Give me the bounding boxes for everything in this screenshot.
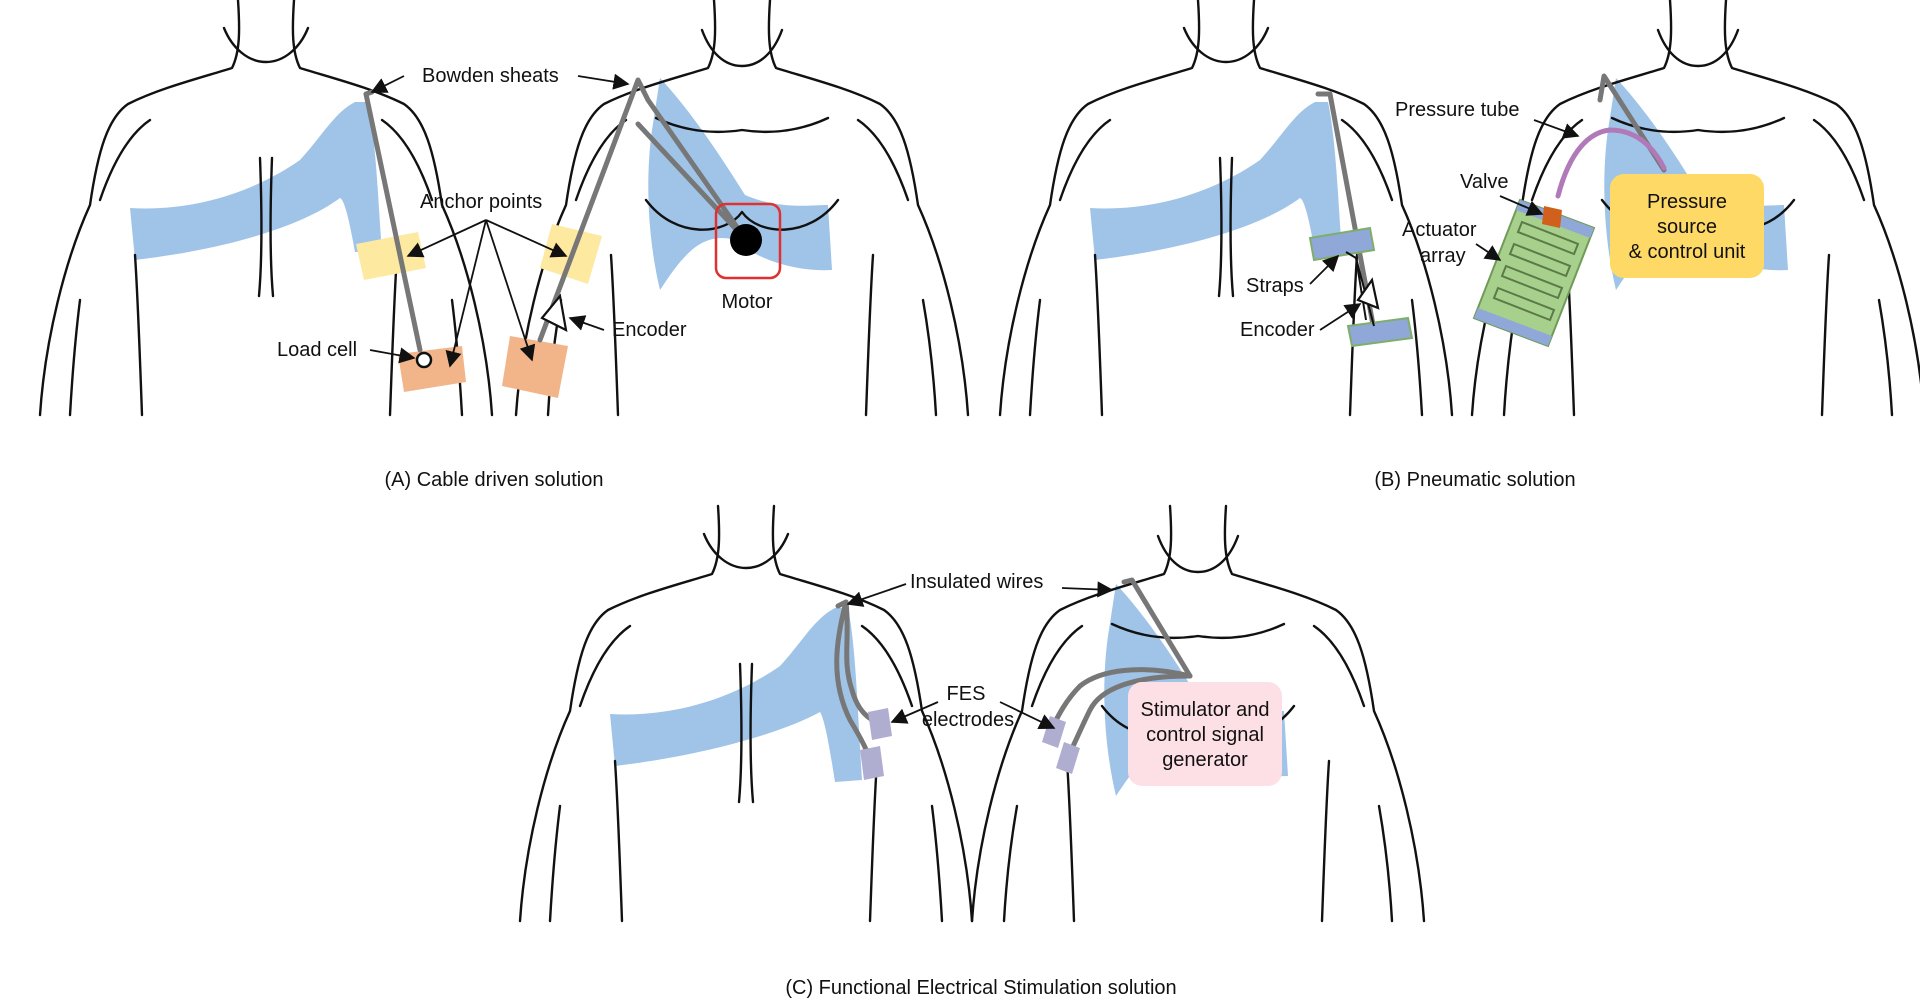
- anchor-band-lower-a2: [502, 336, 568, 398]
- panel-cable-driven: Bowden sheats Anchor points Load cell En…: [38, 0, 970, 491]
- label-unit-line1: Pressure: [1647, 191, 1727, 213]
- label-straps: Straps: [1246, 275, 1304, 297]
- wire-c1-a: [835, 599, 881, 725]
- strap-lower-b: [1346, 316, 1414, 348]
- electrode-c2-upper: [1042, 716, 1066, 748]
- label-actuator-line1: Actuator: [1402, 219, 1477, 241]
- valve-icon: [1542, 206, 1562, 228]
- figure-a-front: [502, 0, 970, 417]
- figure-b-front: [1470, 0, 1920, 417]
- panel-pneumatic: Pressure tube Valve Actuator array Strap…: [998, 0, 1920, 491]
- pressure-tube: [1555, 127, 1667, 199]
- label-generator-line1: Stimulator and: [1141, 699, 1270, 721]
- load-cell-icon: [415, 351, 433, 369]
- label-unit-line2: source: [1657, 216, 1717, 238]
- encoder-icon-b: [1356, 277, 1380, 310]
- caption-panel-c: (C) Functional Electrical Stimulation so…: [785, 977, 1176, 999]
- label-encoder-b: Encoder: [1240, 319, 1315, 341]
- wire-c2-main: [1121, 577, 1193, 679]
- anchor-band-lower-a1: [398, 346, 466, 392]
- motor-icon: [730, 224, 762, 256]
- figure-c-back: [518, 504, 974, 923]
- label-valve: Valve: [1460, 171, 1509, 193]
- label-fes-line2: electrodes: [922, 709, 1014, 731]
- label-unit-line3: & control unit: [1629, 241, 1746, 263]
- electrode-c2-lower: [1056, 742, 1080, 774]
- figure-b-back: [998, 0, 1454, 417]
- label-generator-line2: control signal: [1146, 724, 1264, 746]
- label-bowden-sheats: Bowden sheats: [422, 65, 559, 87]
- strap-upper-b: [1308, 226, 1376, 262]
- motor-box: [714, 202, 782, 280]
- caption-panel-b: (B) Pneumatic solution: [1374, 469, 1575, 491]
- pressure-unit-box: [1610, 174, 1764, 278]
- label-generator-line3: generator: [1162, 749, 1248, 771]
- wire-c2-a: [1049, 667, 1193, 731]
- caption-panel-a: (A) Cable driven solution: [385, 469, 604, 491]
- label-encoder-a: Encoder: [612, 319, 687, 341]
- stimulator-box: [1128, 682, 1282, 786]
- bowden-cable-a1: [363, 91, 423, 353]
- label-pressure-tube: Pressure tube: [1395, 99, 1520, 121]
- label-motor: Motor: [721, 291, 772, 313]
- bowden-cable-a2: [537, 77, 749, 343]
- label-anchor-points: Anchor points: [420, 191, 542, 213]
- encoder-icon-a: [540, 293, 568, 332]
- panel-fes: Insulated wires FES electrodes Stimulato…: [518, 504, 1426, 999]
- label-insulated-wires: Insulated wires: [910, 571, 1043, 593]
- electrode-c1-upper: [868, 708, 892, 740]
- label-fes-line1: FES: [947, 683, 986, 705]
- electrode-c1-lower: [860, 746, 884, 780]
- label-actuator-line2: array: [1420, 245, 1466, 267]
- label-load-cell: Load cell: [277, 339, 357, 361]
